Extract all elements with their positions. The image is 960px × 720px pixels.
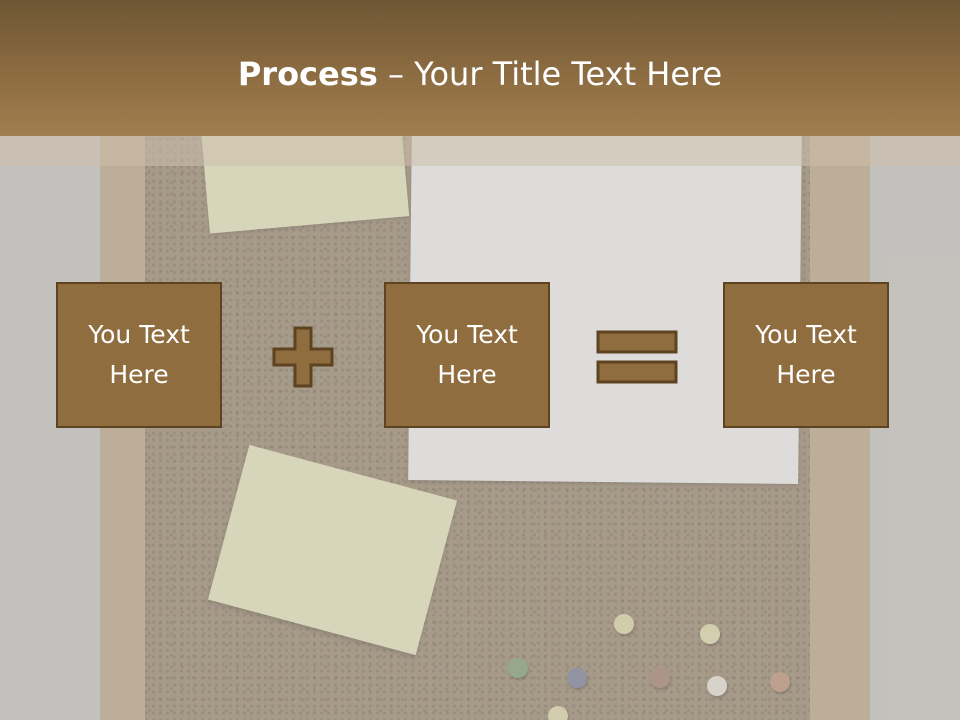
title-bold-part: Process <box>237 55 378 93</box>
equals-icon <box>596 330 678 384</box>
process-box-1[interactable]: You Text Here <box>56 282 222 428</box>
title-shadow-band <box>0 136 960 166</box>
title-rest-part: – Your Title Text Here <box>377 55 723 93</box>
process-box-text: You Text Here <box>741 315 871 395</box>
process-box-line2: Here <box>437 360 497 389</box>
process-box-line1: You Text <box>88 320 190 349</box>
title-bar: Process – Your Title Text Here <box>0 0 960 136</box>
process-box-line1: You Text <box>416 320 518 349</box>
process-box-line2: Here <box>109 360 169 389</box>
push-pin <box>650 668 670 688</box>
background-overlay <box>0 136 960 720</box>
push-pin <box>567 668 587 688</box>
process-box-3[interactable]: You Text Here <box>723 282 889 428</box>
slide-title[interactable]: Process – Your Title Text Here <box>0 52 960 96</box>
process-box-line1: You Text <box>755 320 857 349</box>
push-pin <box>548 706 568 720</box>
plus-icon <box>272 326 334 388</box>
push-pin <box>614 614 634 634</box>
push-pin <box>707 676 727 696</box>
process-box-line2: Here <box>776 360 836 389</box>
process-box-text: You Text Here <box>402 315 532 395</box>
push-pin <box>770 672 790 692</box>
process-box-text: You Text Here <box>74 315 204 395</box>
push-pin <box>508 658 528 678</box>
process-box-2[interactable]: You Text Here <box>384 282 550 428</box>
push-pin <box>700 624 720 644</box>
